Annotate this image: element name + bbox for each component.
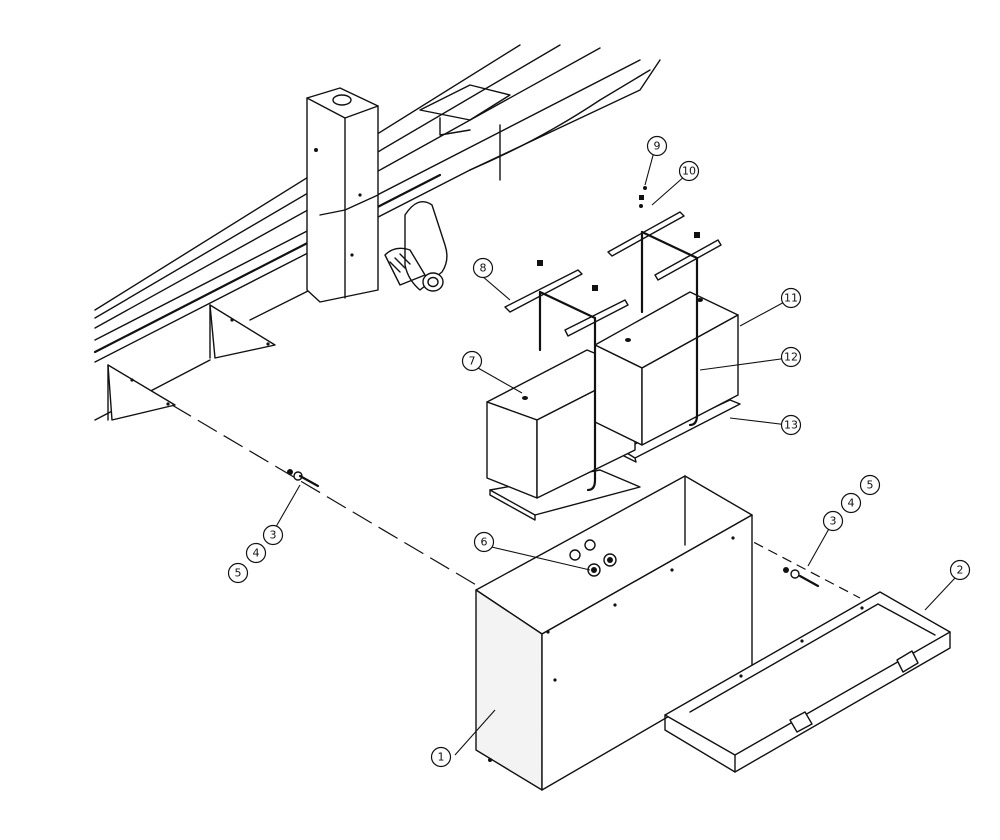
callout-3-left: 3 <box>262 524 284 546</box>
callout-4-right: 4 <box>840 492 862 514</box>
callout-2-label: 2 <box>957 564 964 577</box>
callout-13: 13 <box>780 414 802 436</box>
callout-6: 6 <box>473 531 495 553</box>
leader-lines <box>272 147 956 756</box>
assembly-line-left <box>171 404 479 587</box>
callout-5-left-label: 5 <box>235 567 242 580</box>
callout-5-right: 5 <box>859 474 881 496</box>
callout-8-label: 8 <box>480 262 487 275</box>
callout-4-right-label: 4 <box>848 497 855 510</box>
fastener-set-left <box>287 469 320 488</box>
callout-8: 8 <box>472 257 494 279</box>
callout-9: 9 <box>646 135 668 157</box>
callout-5-right-label: 5 <box>867 479 874 492</box>
hold-down-bar-right <box>607 186 722 427</box>
callout-7: 7 <box>461 350 483 372</box>
assembly-line-right <box>739 534 861 599</box>
callout-3-left-label: 3 <box>270 529 277 542</box>
callout-5-left: 5 <box>227 562 249 584</box>
callout-1-label: 1 <box>438 751 445 764</box>
callout-9-label: 9 <box>654 140 661 153</box>
callout-7-label: 7 <box>469 355 476 368</box>
frame-post <box>306 87 379 303</box>
callout-4-left-label: 4 <box>253 547 260 560</box>
callout-11: 11 <box>780 287 802 309</box>
spring-hanger <box>384 201 448 292</box>
mounting-bracket-right <box>209 304 276 359</box>
fastener-set-right <box>783 567 820 588</box>
battery-box <box>475 475 753 791</box>
callout-2: 2 <box>949 559 971 581</box>
callout-10: 10 <box>678 160 700 182</box>
callout-1: 1 <box>430 746 452 768</box>
callout-4-left: 4 <box>245 542 267 564</box>
callout-3-right-label: 3 <box>830 515 837 528</box>
callout-13-label: 13 <box>784 419 798 432</box>
mounting-bracket-left <box>107 364 176 421</box>
callout-11-label: 11 <box>784 292 798 305</box>
callout-6-label: 6 <box>481 536 488 549</box>
callout-10-label: 10 <box>682 165 696 178</box>
callout-12: 12 <box>780 346 802 368</box>
hold-down-bar-left <box>504 260 629 492</box>
callout-12-label: 12 <box>784 351 798 364</box>
battery-right <box>594 291 739 446</box>
callout-3-right: 3 <box>822 510 844 532</box>
battery-box-lid <box>664 591 951 773</box>
